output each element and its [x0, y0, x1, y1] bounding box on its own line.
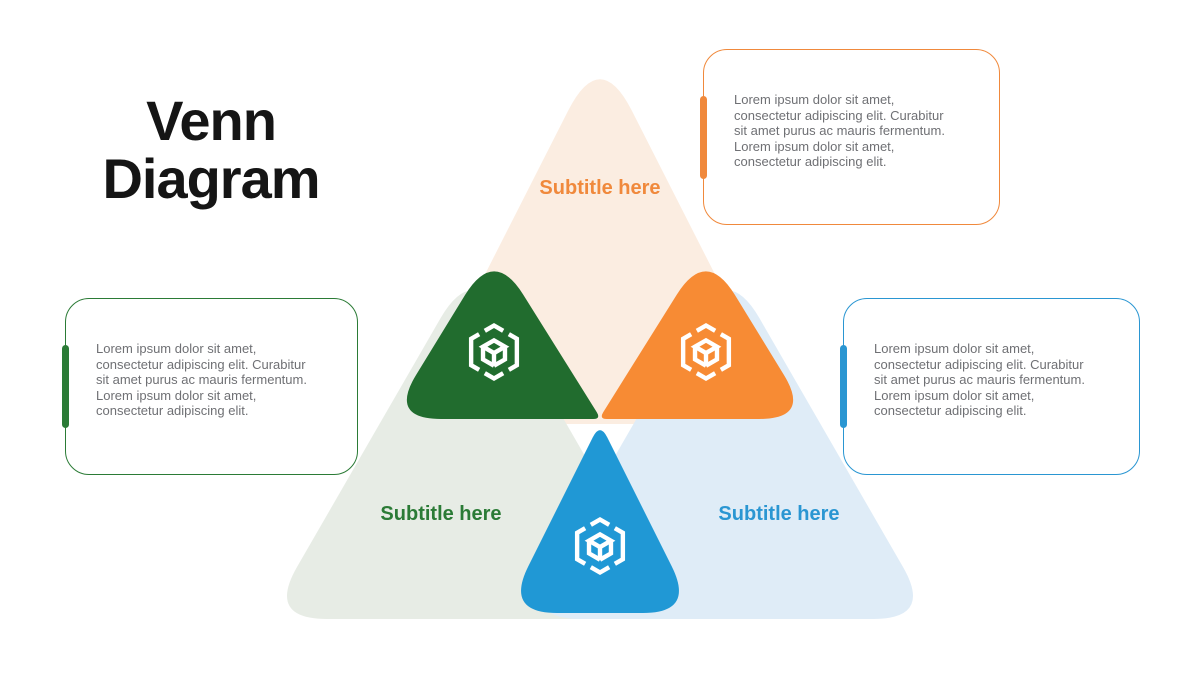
page-title: Venn Diagram — [102, 89, 320, 210]
subtitle-left: Subtitle here — [380, 503, 502, 525]
card-accent-bar — [839, 345, 847, 428]
card-top-right: Lorem ipsum dolor sit amet, consectetur … — [699, 49, 1000, 225]
card-body-text: Lorem ipsum dolor sit amet, consectetur … — [874, 341, 1085, 419]
card-right: Lorem ipsum dolor sit amet, consectetur … — [839, 298, 1140, 475]
card-left: Lorem ipsum dolor sit amet, consectetur … — [61, 298, 358, 475]
card-accent-bar — [61, 345, 69, 428]
subtitle-top: Subtitle here — [539, 177, 661, 199]
card-body-text: Lorem ipsum dolor sit amet, consectetur … — [96, 341, 307, 419]
card-accent-bar — [699, 96, 707, 179]
subtitle-right: Subtitle here — [718, 503, 840, 525]
card-body-text: Lorem ipsum dolor sit amet, consectetur … — [734, 92, 945, 170]
